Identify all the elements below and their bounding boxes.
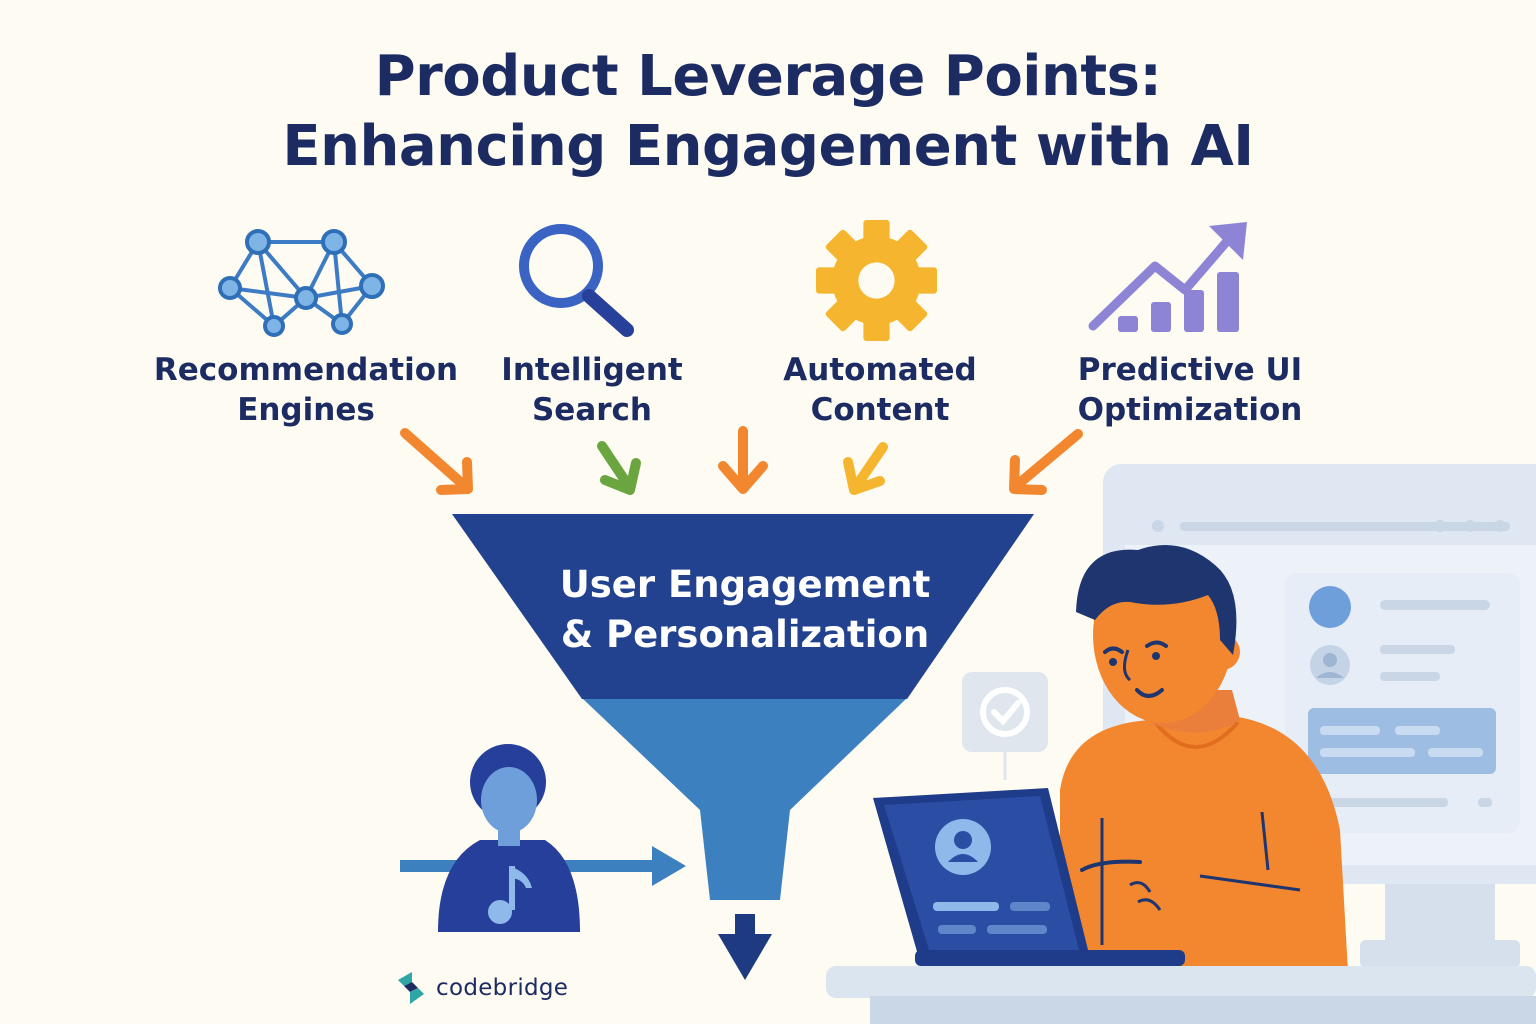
user-icon bbox=[400, 744, 686, 932]
check-badge-icon bbox=[962, 672, 1048, 780]
brand-logo: codebridge bbox=[396, 970, 568, 1006]
title-line-1: Product Leverage Points: bbox=[374, 44, 1162, 109]
page-title: Product Leverage Points: Enhancing Engag… bbox=[0, 42, 1536, 182]
magnifier-icon bbox=[519, 224, 634, 337]
funnel-top bbox=[452, 514, 1034, 699]
label-line: Engines bbox=[237, 392, 375, 428]
label-line: Intelligent bbox=[501, 352, 683, 388]
label-line: Optimization bbox=[1077, 392, 1303, 428]
arrow-into-funnel bbox=[400, 426, 1083, 495]
label-line: Automated bbox=[783, 352, 977, 388]
laptop-icon bbox=[873, 788, 1185, 966]
label-line: Predictive UI bbox=[1077, 352, 1303, 388]
hand bbox=[1080, 811, 1301, 945]
codebridge-logo-icon bbox=[398, 972, 424, 1004]
gear-icon bbox=[816, 220, 937, 341]
leverage-label-search: Intelligent Search bbox=[432, 350, 752, 430]
funnel-label-line-1: User Engagement bbox=[559, 563, 931, 606]
desk-front bbox=[870, 996, 1536, 1024]
label-line: Content bbox=[810, 392, 950, 428]
network-graph-icon bbox=[218, 229, 385, 337]
desk bbox=[826, 966, 1536, 998]
leverage-label-content: Automated Content bbox=[720, 350, 1040, 430]
label-line: Search bbox=[531, 392, 652, 428]
leverage-label-recommendation: Recommendation Engines bbox=[146, 350, 466, 430]
funnel-label: User Engagement & Personalization bbox=[520, 560, 970, 660]
brand-name: codebridge bbox=[436, 975, 569, 1001]
funnel-label-line-2: & Personalization bbox=[560, 613, 930, 656]
growth-chart-icon bbox=[1088, 222, 1247, 332]
funnel-bottom bbox=[582, 698, 907, 900]
outflow-arrow-icon bbox=[718, 914, 772, 980]
title-line-2: Enhancing Engagement with AI bbox=[282, 114, 1254, 179]
leverage-label-predictive: Predictive UI Optimization bbox=[1030, 350, 1350, 430]
label-line: Recommendation bbox=[153, 352, 459, 388]
